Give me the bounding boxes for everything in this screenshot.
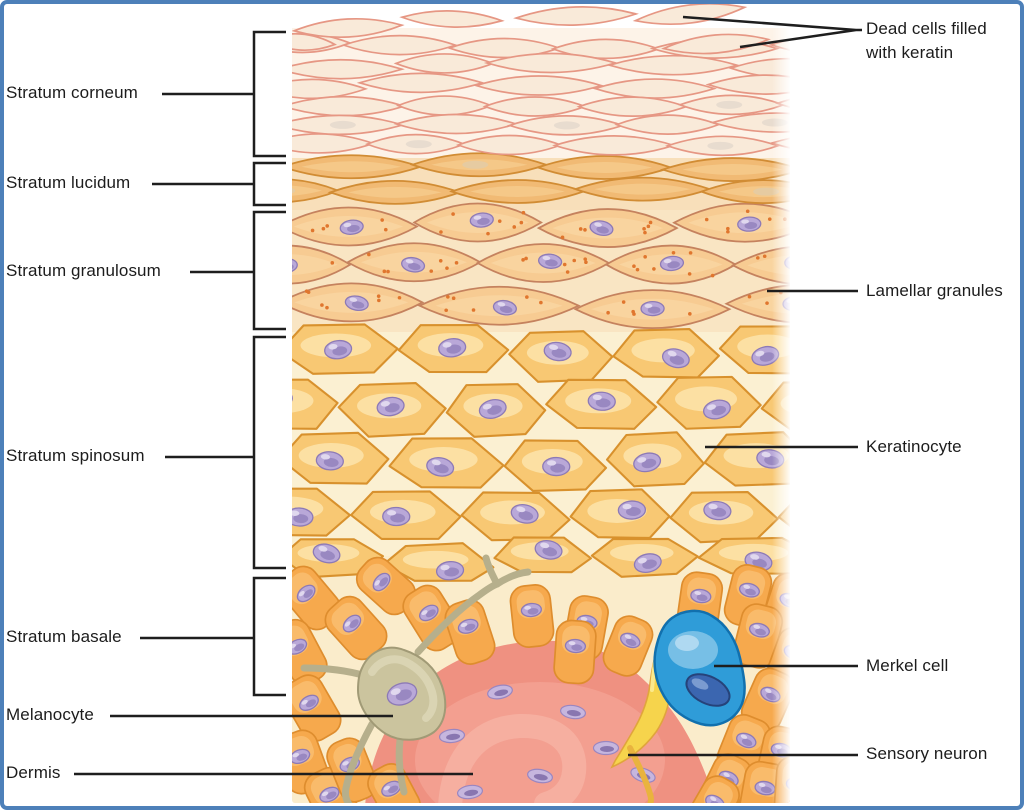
label-sensory-neuron: Sensory neuron [866, 744, 988, 763]
label-stratum-spinosum: Stratum spinosum [6, 446, 145, 465]
brackets-and-leader-lines [74, 15, 862, 776]
label-stratum-basale: Stratum basale [6, 627, 122, 646]
label-dead-cells: Dead cells filled with keratin [866, 19, 987, 62]
label-melanocyte: Melanocyte [6, 705, 94, 724]
skin-illustration [292, 4, 790, 803]
label-merkel-cell: Merkel cell [866, 656, 949, 675]
label-dermis: Dermis [6, 763, 61, 782]
label-keratinocyte: Keratinocyte [866, 437, 962, 456]
label-stratum-granulosum: Stratum granulosum [6, 261, 161, 280]
label-lamellar-granules: Lamellar granules [866, 281, 1003, 300]
label-stratum-lucidum: Stratum lucidum [6, 173, 131, 192]
label-stratum-corneum: Stratum corneum [6, 83, 138, 102]
